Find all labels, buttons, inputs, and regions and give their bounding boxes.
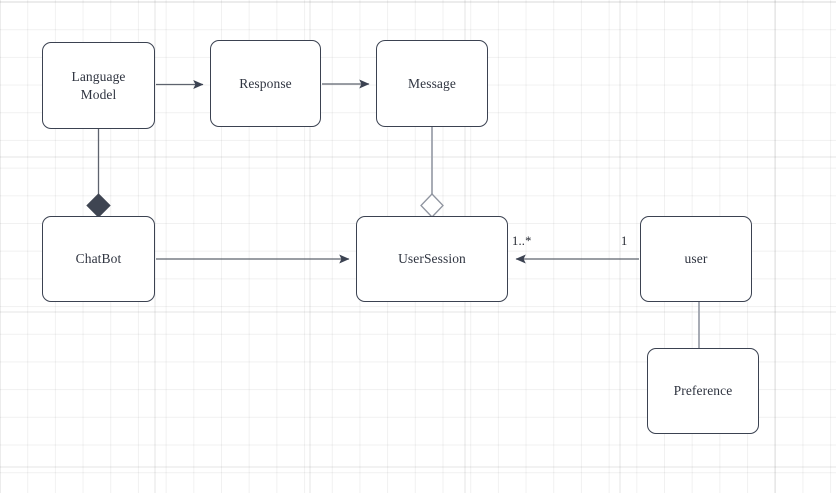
node-chatbot[interactable]: ChatBot	[42, 216, 155, 302]
node-label-message: Message	[408, 75, 456, 91]
node-response[interactable]: Response	[210, 40, 321, 127]
node-usersession[interactable]: UserSession	[356, 216, 508, 302]
multiplicity-label-user: 1	[621, 234, 628, 248]
composition-diamond-icon	[86, 193, 111, 218]
aggregation-diamond-icon	[420, 193, 444, 218]
node-label-user: user	[684, 251, 708, 267]
multiplicity-label-usersession: 1..*	[512, 234, 532, 248]
node-user[interactable]: user	[640, 216, 752, 302]
node-preference[interactable]: Preference	[647, 348, 759, 434]
node-language-model[interactable]: Language Model	[42, 42, 155, 129]
node-label-language-model: Language Model	[71, 68, 126, 102]
node-label-preference: Preference	[673, 383, 733, 399]
node-label-usersession: UserSession	[398, 251, 466, 267]
node-label-chatbot: ChatBot	[75, 251, 122, 267]
node-label-response: Response	[239, 75, 292, 91]
edge-message-to-usersession	[420, 127, 444, 218]
edge-language-model-to-chatbot	[86, 129, 111, 218]
node-message[interactable]: Message	[376, 40, 488, 127]
